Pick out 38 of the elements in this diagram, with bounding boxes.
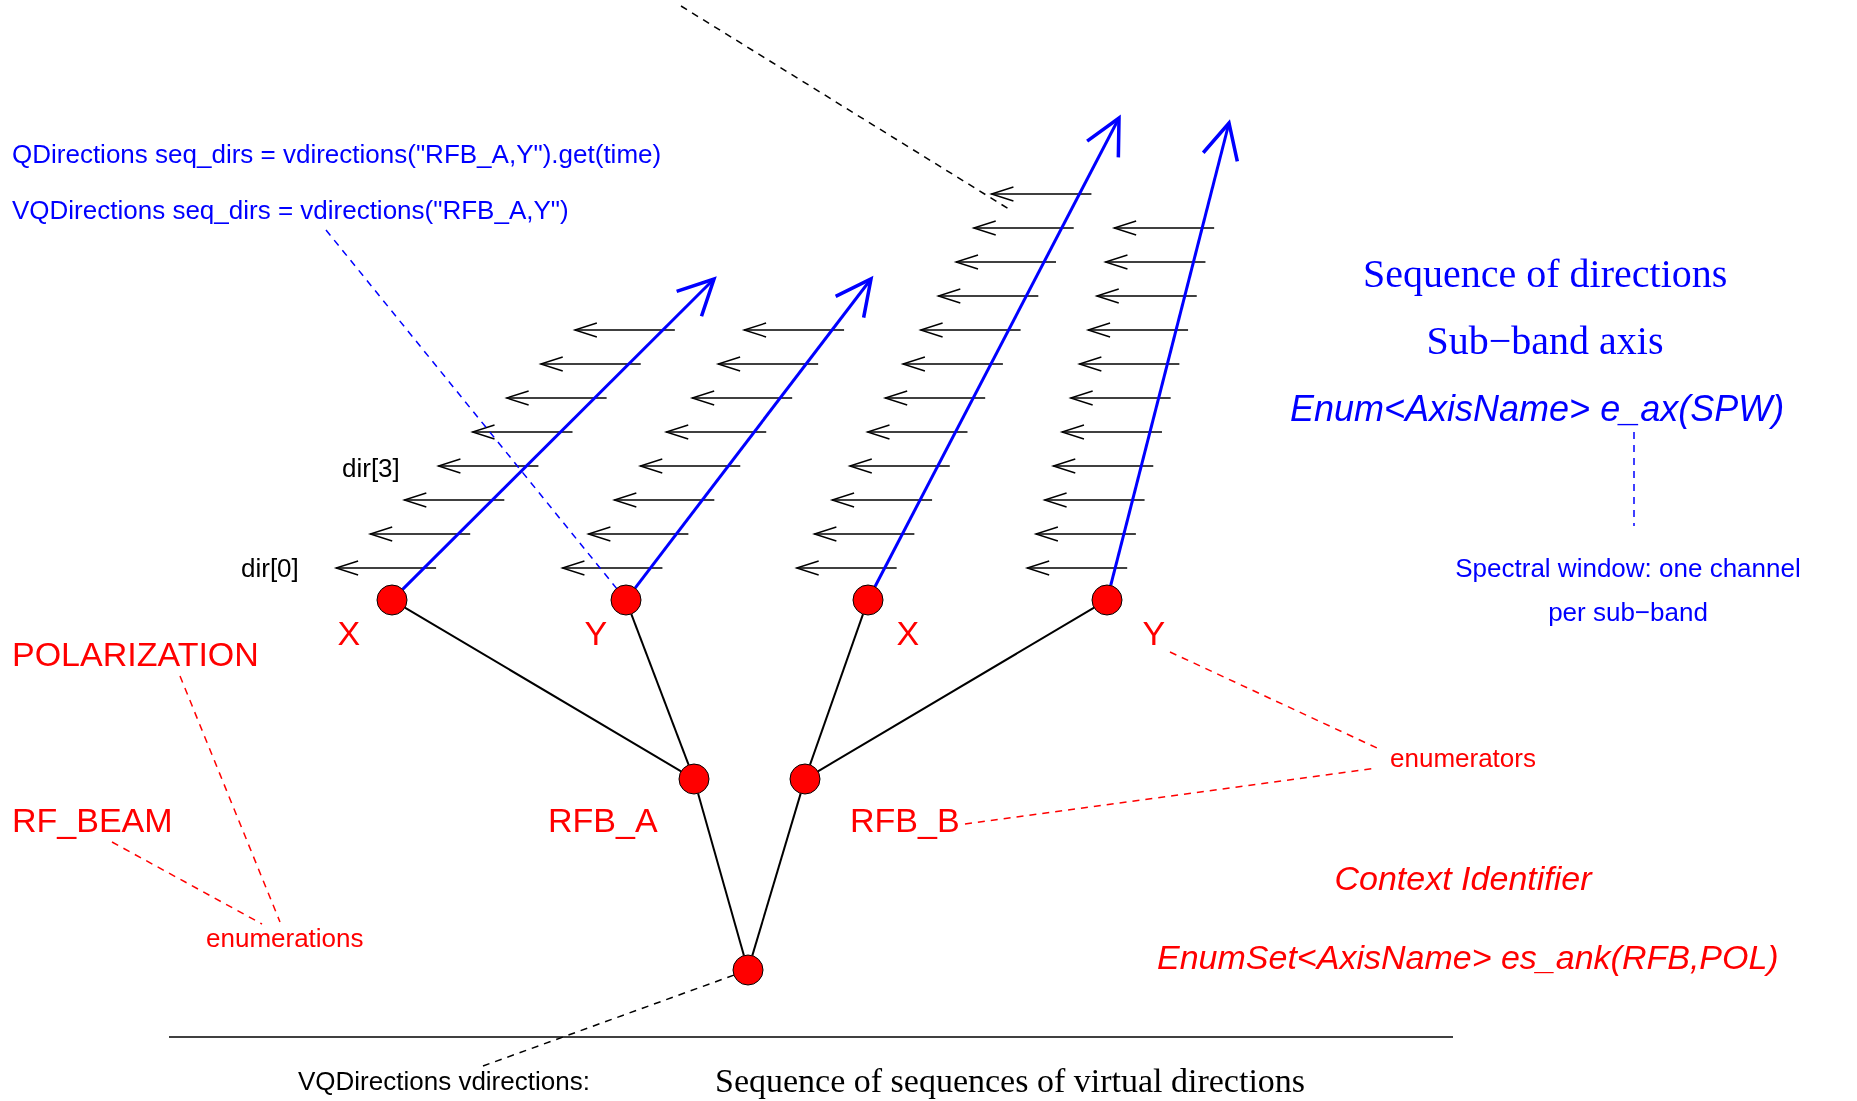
annotation-text: VQDirections seq_dirs = vdirections("RFB_A,Y")	[12, 194, 569, 226]
arrow	[873, 116, 1121, 588]
node-label: X	[896, 612, 920, 654]
label-text: Context Identifier	[1334, 857, 1592, 899]
label-text: QDirections seq_dirs = vdirections("RFB_A,Y").get(time)	[12, 138, 662, 170]
tree-branch-line	[751, 792, 802, 957]
node-label: Y	[1142, 612, 1166, 654]
annotation-text: enumerations	[206, 922, 364, 954]
label-text: dir[0]	[241, 552, 299, 584]
leader-line	[482, 974, 735, 1067]
annotation-text: enumerators	[1390, 742, 1536, 774]
annotation-text: Spectral window: one channel per sub−band	[1453, 546, 1803, 634]
annotation-text: RF_BEAM	[12, 799, 173, 841]
label-text: Sub−band axis	[1426, 317, 1664, 365]
annotation-text: POLARIZATION	[12, 633, 259, 675]
label-text: EnumSet<AxisName> es_ank(RFB,POL)	[1157, 936, 1779, 978]
tree-branch-line	[403, 606, 683, 773]
node-label: RFB_B	[850, 799, 960, 841]
node-label: Y	[584, 612, 608, 654]
arrow	[633, 277, 873, 589]
annotation-text: VQDirections vdirections:	[298, 1065, 590, 1097]
leader-line	[1633, 431, 1635, 527]
leader-line	[111, 841, 263, 925]
label-text: Sequence of directions	[1363, 250, 1728, 298]
node-label: X	[337, 612, 361, 654]
arrow	[1109, 121, 1240, 586]
label-text: dir[3]	[342, 452, 400, 484]
node-label: RFB_A	[548, 799, 658, 841]
annotation-text: Enum<AxisName> e_ax(SPW)	[1290, 386, 1785, 430]
leader-line	[179, 675, 281, 923]
tree-branch-line	[630, 613, 690, 766]
label-text: Sequence of sequences of virtual directions	[715, 1060, 1306, 1101]
arrow	[401, 277, 716, 591]
leader-line	[1169, 651, 1378, 749]
leader-line	[325, 229, 618, 590]
tree-branch-line	[816, 606, 1096, 773]
tree-branch-line	[697, 792, 745, 957]
tree-branch-line	[809, 613, 864, 766]
